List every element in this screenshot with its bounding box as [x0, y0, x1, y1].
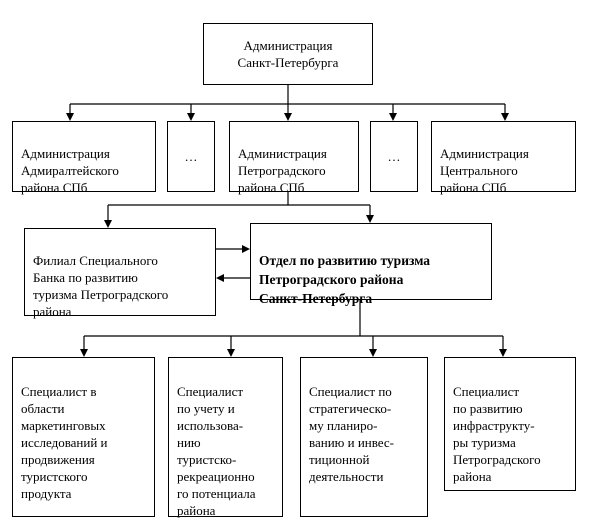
- node-strategic-planning-specialist-label: Специалист по стратегическо- му планиро-…: [309, 384, 394, 484]
- node-ellipsis-right: …: [370, 121, 418, 192]
- node-tourism-department-label: Отдел по развитию туризма Петроградского…: [259, 253, 431, 306]
- node-infrastructure-specialist: Специалист по развитию инфраструкту- ры …: [444, 357, 576, 491]
- node-spb-administration: Администрация Санкт-Петербурга: [203, 23, 373, 85]
- arrow-down-icon: [499, 349, 507, 357]
- node-recreation-potential-specialist: Специалист по учету и использова- нию ту…: [168, 357, 283, 518]
- arrow-left-icon: [216, 274, 224, 282]
- node-marketing-specialist-label: Специалист в области маркетинговых иссле…: [21, 384, 108, 501]
- arrow-down-icon: [369, 349, 377, 357]
- node-ellipsis-right-label: …: [387, 149, 401, 164]
- node-admiralteysky-administration: Администрация Адмиралтейского района СПб: [12, 121, 156, 195]
- node-special-bank-label: Филиал Специального Банка по развитию ту…: [33, 253, 169, 319]
- arrow-down-icon: [389, 113, 397, 121]
- node-marketing-specialist: Специалист в области маркетинговых иссле…: [12, 357, 155, 517]
- node-centralny-administration: Администрация Центрального района СПб: [431, 121, 576, 195]
- node-petrogradsky-administration: Администрация Петроградского района СПб: [229, 121, 359, 195]
- node-ellipsis-left: …: [167, 121, 215, 192]
- node-strategic-planning-specialist: Специалист по стратегическо- му планиро-…: [300, 357, 428, 517]
- node-special-bank-branch: Филиал Специального Банка по развитию ту…: [24, 228, 216, 319]
- node-petrogradsky-label: Администрация Петроградского района СПб: [238, 146, 327, 195]
- node-centralny-label: Администрация Центрального района СПб: [440, 146, 529, 195]
- node-recreation-potential-specialist-label: Специалист по учету и использова- нию ту…: [177, 384, 256, 518]
- arrow-down-icon: [227, 349, 235, 357]
- arrow-right-icon: [242, 245, 250, 253]
- arrow-down-icon: [66, 113, 74, 121]
- node-admiralteysky-label: Администрация Адмиралтейского района СПб: [21, 146, 119, 195]
- arrow-down-icon: [104, 220, 112, 228]
- node-spb-administration-label: Администрация Санкт-Петербурга: [237, 38, 339, 70]
- node-ellipsis-left-label: …: [184, 149, 198, 164]
- arrow-down-icon: [501, 113, 509, 121]
- arrow-down-icon: [284, 113, 292, 121]
- arrow-down-icon: [366, 215, 374, 223]
- arrow-down-icon: [80, 349, 88, 357]
- node-infrastructure-specialist-label: Специалист по развитию инфраструкту- ры …: [453, 384, 541, 484]
- node-tourism-department: Отдел по развитию туризма Петроградского…: [250, 223, 492, 306]
- arrow-down-icon: [187, 113, 195, 121]
